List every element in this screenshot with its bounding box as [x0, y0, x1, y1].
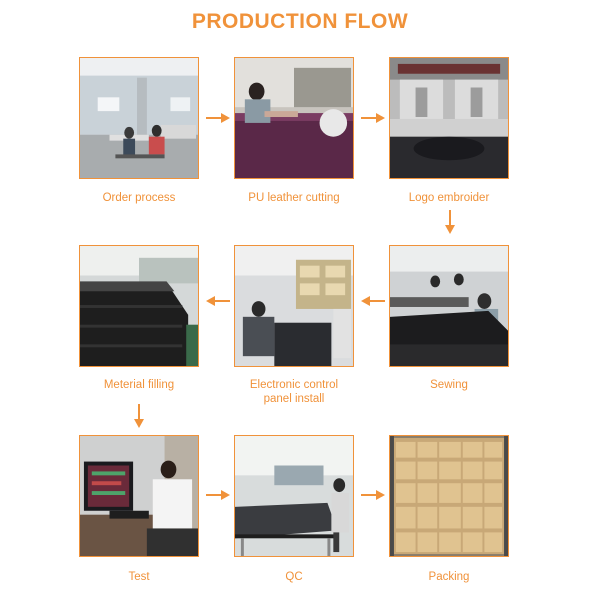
step-label-qc: QC — [285, 571, 303, 583]
arrow-left-icon — [206, 296, 230, 306]
step-label-packing: Packing — [428, 571, 470, 583]
step-photo-test — [79, 435, 199, 557]
page-title: PRODUCTION FLOW — [191, 10, 409, 33]
arrow-right-icon — [206, 490, 230, 500]
arrow-right-icon — [361, 113, 385, 123]
step-label-sewing: Sewing — [430, 379, 468, 391]
step-label-test: Test — [128, 571, 150, 583]
step-label-electronic-control-panel-install: Electronic control panel install — [249, 379, 339, 405]
step-label-logo-embroider: Logo embroider — [408, 192, 490, 204]
arrow-down-icon — [134, 404, 144, 428]
step-label-order-process: Order process — [102, 192, 176, 204]
step-photo-sewing — [389, 245, 509, 367]
arrow-left-icon — [361, 296, 385, 306]
step-label-meterial-filling: Meterial filling — [103, 379, 175, 391]
step-photo-qc — [234, 435, 354, 557]
step-photo-electronic-control-panel-install — [234, 245, 354, 367]
step-photo-pu-leather-cutting — [234, 57, 354, 179]
step-photo-logo-embroider — [389, 57, 509, 179]
arrow-right-icon — [361, 490, 385, 500]
step-photo-packing — [389, 435, 509, 557]
step-photo-order-process — [79, 57, 199, 179]
step-label-pu-leather-cutting: PU leather cutting — [248, 192, 340, 204]
arrow-down-icon — [445, 210, 455, 234]
step-photo-meterial-filling — [79, 245, 199, 367]
arrow-right-icon — [206, 113, 230, 123]
